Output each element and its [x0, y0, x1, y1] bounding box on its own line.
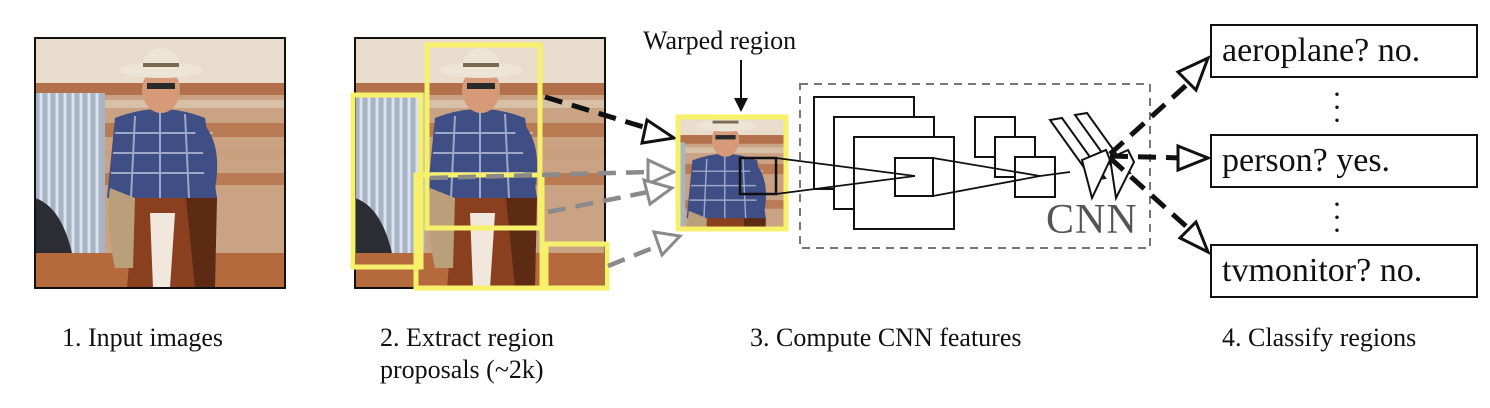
input-image	[33, 36, 287, 290]
warped-region-label: Warped region	[643, 26, 797, 55]
arrow-head-gray-2	[641, 177, 676, 207]
step-3-caption: 3. Compute CNN features	[750, 323, 1022, 352]
arrow-to-person	[1109, 153, 1183, 161]
proposal-box-rider	[424, 42, 543, 231]
ellipsis-dots-1: ···	[1332, 78, 1342, 137]
arrow-head-black	[640, 117, 679, 145]
proposals-image	[353, 36, 607, 290]
proposal-box-gate	[350, 92, 424, 270]
warped-region	[675, 114, 789, 232]
arrow-to-tvmonitor	[1108, 156, 1190, 230]
step-1-caption: 1. Input images	[62, 323, 224, 352]
arrow-from-rider-box	[544, 94, 661, 135]
cnn-connectors	[775, 157, 1071, 197]
ellipsis-dots-2: ···	[1332, 188, 1342, 247]
proposal-box-small	[543, 241, 610, 291]
class-box-person: person? yes.	[1210, 134, 1478, 188]
arrow-gray-2	[547, 189, 649, 215]
receptive-field	[738, 156, 778, 196]
arrow-to-aeroplane	[1108, 78, 1194, 156]
cnn-dashed-box	[799, 83, 1151, 249]
class-box-aeroplane: aeroplane? no.	[1210, 24, 1478, 78]
proposal-box-horse	[413, 172, 545, 291]
step-2-caption: 2. Extract region proposals (~2k)	[380, 323, 554, 384]
step-4-caption: 4. Classify regions	[1222, 323, 1417, 352]
arrow-gray-1	[429, 169, 649, 181]
class-box-tvmonitor: tvmonitor? no.	[1210, 244, 1478, 298]
cnn-label: CNN	[1046, 197, 1138, 243]
cnn-layers	[813, 96, 1056, 230]
arrow-head-gray-1	[646, 157, 678, 187]
warped-pointer-head	[734, 98, 748, 112]
arrow-head-gray-3	[651, 230, 684, 258]
arrow-gray-3	[607, 242, 661, 269]
proposal-boxes	[350, 42, 610, 291]
proposal-arrows	[429, 94, 684, 269]
class-arrow-heads	[1175, 55, 1213, 256]
class-arrows	[1108, 78, 1194, 230]
fc-layer-3	[1080, 148, 1112, 201]
